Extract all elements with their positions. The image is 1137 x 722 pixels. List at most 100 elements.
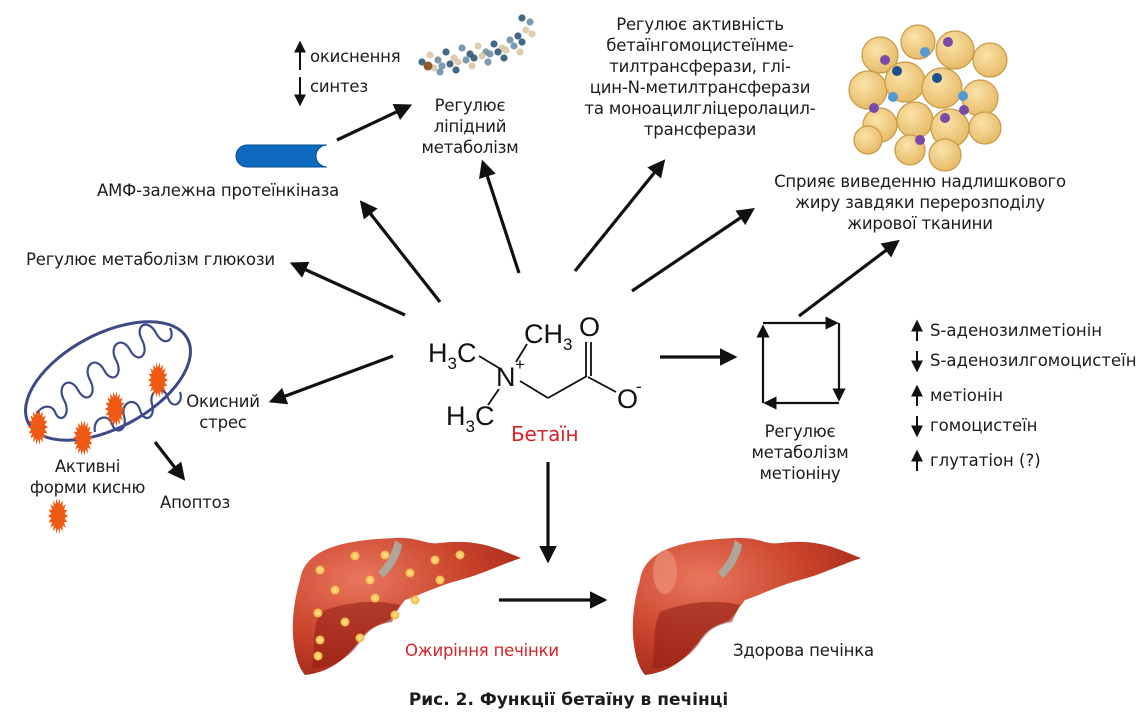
- lipid-title-line: Регулює: [434, 96, 506, 115]
- formula-n: N: [496, 362, 516, 392]
- fat-cell: [972, 42, 1008, 78]
- atom: [426, 51, 434, 59]
- formula-n-charge: +: [515, 355, 525, 374]
- cell-nucleus: [958, 91, 968, 101]
- ros-particle-icon: [48, 498, 68, 534]
- cell-nucleus: [932, 73, 942, 83]
- cell-nucleus: [940, 113, 950, 123]
- atom: [478, 52, 486, 60]
- enzymes-line: тилтрансферази, глі-: [609, 57, 791, 76]
- atom: [474, 42, 482, 50]
- mitochondrion-icon: [24, 320, 192, 442]
- formula-ch3: CH3: [524, 319, 572, 354]
- fat-cell: [900, 24, 936, 60]
- fat-droplet: [330, 585, 340, 595]
- atom: [528, 30, 536, 38]
- enzymes-line: трансферази: [643, 120, 757, 139]
- enzymes-line: цин-N-метилтрансферази: [589, 78, 811, 97]
- fat-redistribution-label: Сприяє виведенню надлишкового жиру завдя…: [765, 171, 1075, 234]
- fat-droplet: [405, 568, 415, 578]
- fat-droplet: [455, 550, 465, 560]
- atom: [514, 32, 522, 40]
- atom: [454, 58, 462, 66]
- arrow-ampk-to-lipid: [336, 104, 413, 142]
- cell-nucleus: [943, 37, 953, 47]
- arrow-to-lipid: [479, 159, 521, 274]
- atom: [436, 68, 444, 76]
- ros-particle-icon: [105, 391, 125, 427]
- fat-line: жиру завдяки перерозподілу: [795, 193, 1045, 212]
- fat-droplet: [365, 575, 375, 585]
- atom: [442, 48, 450, 56]
- oxidative-line: стрес: [199, 413, 247, 432]
- fat-cell: [848, 70, 888, 110]
- fat-droplet: [313, 651, 323, 661]
- methionine-change-item: S-аденозилметіонін: [930, 321, 1103, 340]
- formula-h3c-bottom: H3C: [446, 401, 494, 436]
- ros-label: Активні форми кисню: [20, 456, 155, 498]
- fatty-liver-image: [292, 537, 521, 675]
- fat-droplet: [315, 565, 325, 575]
- enzymes-line: Регулює активність: [616, 15, 784, 34]
- fat-droplet: [390, 610, 400, 620]
- methionine-change-item: S-аденозилгомоцистеїн: [930, 351, 1137, 370]
- fat-cell: [861, 36, 899, 74]
- cell-nucleus: [920, 47, 930, 57]
- fat-droplet: [430, 555, 440, 565]
- fat-cell: [968, 111, 1002, 145]
- ros-particle-icon: [28, 409, 48, 445]
- formula-o-double: O: [579, 312, 600, 342]
- arrow-to-fat: [631, 208, 755, 293]
- cell-nucleus: [915, 135, 925, 145]
- cell-nucleus: [869, 103, 879, 113]
- oxidative-line: Окисний: [186, 392, 260, 411]
- fat-droplet: [370, 593, 380, 603]
- healthy-liver-label: Здорова печінка: [733, 641, 874, 660]
- glucose-label: Регулює метаболізм глюкози: [26, 250, 275, 269]
- fat-droplet: [380, 550, 390, 560]
- fat-cell: [896, 101, 934, 139]
- arrow-to-glucose: [289, 261, 406, 317]
- reactive-oxygen-species: [28, 362, 168, 534]
- cell-nucleus: [880, 55, 890, 65]
- atom: [526, 18, 534, 26]
- atom: [423, 61, 433, 71]
- atom: [490, 40, 498, 48]
- fat-line: Сприяє виведенню надлишкового: [774, 172, 1066, 191]
- atom: [518, 14, 526, 22]
- atom: [506, 36, 514, 44]
- arrow-methionine-to-fat: [798, 239, 900, 318]
- lipid-synthesis-label: синтез: [310, 77, 368, 96]
- betaine-structure: H3C CH3 N + H3C O O -: [428, 312, 642, 436]
- atom: [462, 56, 470, 64]
- arrow-oxidative-to-apoptosis: [153, 441, 186, 481]
- lipid-title-line: ліпідний: [433, 117, 507, 136]
- methionine-cycle-icon: [756, 316, 846, 410]
- fat-droplet: [315, 635, 325, 645]
- lipid-oxidation-label: окиснення: [310, 47, 401, 66]
- atom: [510, 42, 518, 50]
- atom: [484, 58, 492, 66]
- cell-nucleus: [888, 92, 898, 102]
- atom: [502, 46, 510, 54]
- lipid-metabolism-label: Регулює ліпідний метаболізм: [410, 95, 530, 158]
- atom: [516, 48, 524, 56]
- ampk-protein-icon: [235, 144, 328, 168]
- fat-droplet: [313, 608, 323, 618]
- arrow-to-oxidative: [268, 354, 394, 405]
- atom: [522, 26, 530, 34]
- adipose-tissue-icon: [848, 24, 1008, 172]
- fatty-liver-label: Ожиріння печінки: [405, 641, 559, 660]
- methionine-change-item: гомоцистеїн: [930, 416, 1038, 435]
- figure-caption: Рис. 2. Функції бетаїну в печінці: [408, 690, 729, 710]
- atom: [434, 56, 442, 64]
- fat-droplet: [340, 617, 350, 627]
- methionine-change-item: метіонін: [930, 386, 1004, 405]
- enzymes-line: бетаїнгомоцистеїнме-: [606, 36, 794, 55]
- fat-cell: [928, 138, 962, 172]
- betaine-name: Бетаїн: [511, 422, 579, 446]
- atom: [500, 54, 508, 62]
- ros-particle-icon: [73, 420, 93, 456]
- atom: [518, 38, 526, 46]
- methionine-change-item: глутатіон (?): [930, 451, 1041, 470]
